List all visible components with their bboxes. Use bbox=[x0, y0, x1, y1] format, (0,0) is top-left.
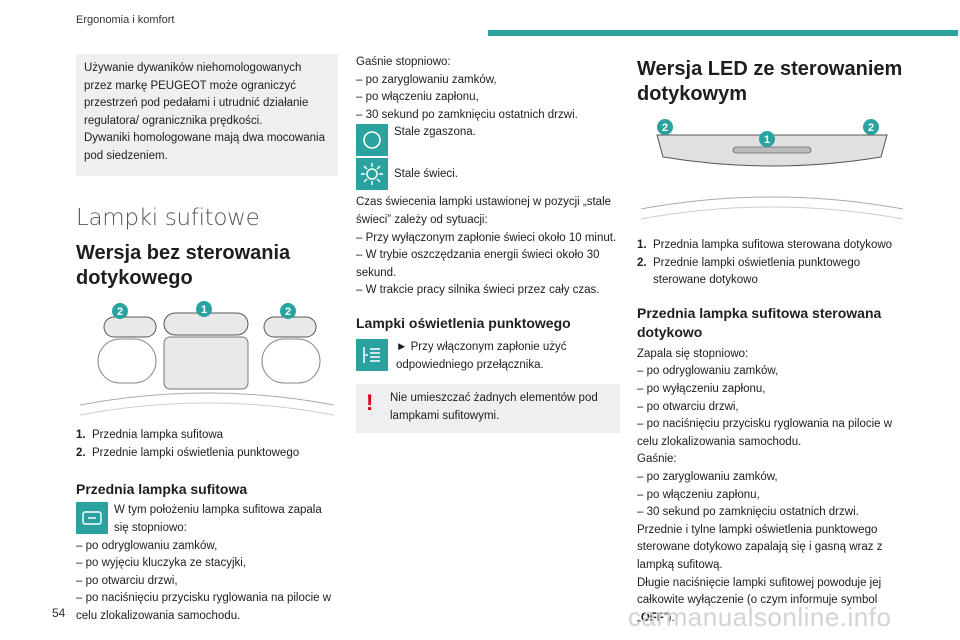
column-middle: Gaśnie stopniowo: – po zaryglowaniu zamk… bbox=[356, 54, 620, 434]
diagram-badge bbox=[112, 303, 128, 320]
page-number: 54 bbox=[52, 606, 66, 620]
lead-text: Gaśnie: bbox=[637, 453, 677, 466]
warning-icon: ! bbox=[366, 390, 374, 416]
list-item: – po wyłączeniu zapłonu, bbox=[637, 382, 766, 395]
spot-row: ► Przy włączonym zapłonie użyć odpowiedn… bbox=[356, 338, 620, 374]
legend-item: 1.Przednia lampka sufitowa sterowana dot… bbox=[637, 239, 893, 251]
state-off-text: Stale zgaszona. bbox=[394, 126, 476, 139]
list-item: – 30 sekund po zamknięciu ostatnich drzw… bbox=[356, 108, 578, 121]
subtitle: Wersja bez sterowania dotykowego bbox=[76, 242, 291, 290]
intro-row: W tym położeniu lampka sufitowa zapala s… bbox=[76, 502, 338, 537]
duration-text: Czas świecenia lampki ustawionej w pozyc… bbox=[356, 196, 612, 226]
diagram-badge-label: 2 bbox=[662, 122, 668, 134]
lead-text: Zapala się stopniowo: bbox=[637, 347, 749, 360]
diagram-badge-label: 1 bbox=[201, 304, 207, 316]
subheading: Przednia lampka sufitowa sterowana dotyk… bbox=[637, 304, 882, 340]
subheading: Przednia lampka sufitowa bbox=[76, 481, 248, 498]
list-item: – po włączeniu zapłonu, bbox=[356, 91, 479, 104]
diagram-badge bbox=[280, 303, 296, 320]
watermark: carmanualsonline.info bbox=[628, 602, 892, 632]
subheading: Lampki oświetlenia punktowego bbox=[356, 314, 571, 331]
list-item: – W trakcie pracy silnika świeci przez c… bbox=[356, 284, 600, 297]
intro-text: W tym położeniu lampka sufitowa zapala s… bbox=[114, 504, 322, 534]
diagram-badge bbox=[657, 119, 673, 135]
diagram-badge bbox=[759, 131, 775, 147]
legend-item: 2.Przednie lampki oświetlenia punktowego… bbox=[637, 256, 861, 287]
list-item: – po odryglowaniu zamków, bbox=[637, 365, 779, 378]
list-item: – po naciśnięciu przycisku ryglowania na… bbox=[637, 418, 893, 448]
diagram-badge-label: 2 bbox=[868, 122, 874, 134]
diagram-badge bbox=[863, 119, 879, 135]
list-item: – po wyjęciu kluczyka ze stacyjki, bbox=[76, 557, 247, 570]
legend-item: 2.Przednie lampki oświetlenia punktowego bbox=[76, 446, 300, 459]
list-item: – po zaryglowaniu zamków, bbox=[637, 470, 778, 483]
running-header: Ergonomia i komfort bbox=[76, 14, 175, 26]
column-right: Wersja LED ze sterowaniem dotykowym 2 1 … bbox=[637, 54, 907, 627]
list-item: – Przy wyłączonym zapłonie świeci około … bbox=[356, 231, 617, 244]
warning-text: Nie umieszczać żadnych elementów pod lam… bbox=[390, 392, 598, 422]
column-left: Używanie dywaników niehomologowanych prz… bbox=[76, 54, 338, 626]
diagram-badge bbox=[196, 301, 212, 318]
warning-box: ! Nie umieszczać żadnych elementów pod l… bbox=[356, 384, 620, 434]
list-item: – po otwarciu drzwi, bbox=[76, 574, 178, 587]
note-box: Używanie dywaników niehomologowanych prz… bbox=[76, 54, 338, 176]
note-paragraph: Używanie dywaników niehomologowanych prz… bbox=[84, 62, 309, 127]
list-item: – 30 sekund po zamknięciu ostatnich drzw… bbox=[637, 506, 859, 519]
paragraph: Przednie i tylne lampki oświetlenia punk… bbox=[637, 523, 883, 571]
diagram-badge-label: 2 bbox=[117, 306, 123, 318]
state-off-row: Stale zgaszona. bbox=[356, 124, 620, 158]
list-item: – po włączeniu zapłonu, bbox=[637, 488, 760, 501]
ceiling-lamp-diagram: 2 1 2 bbox=[79, 301, 335, 416]
paragraph: Długie naciśnięcie lampki sufitowej powo… bbox=[637, 576, 882, 624]
subtitle: Wersja LED ze sterowaniem dotykowym bbox=[637, 58, 903, 105]
list-item: – po otwarciu drzwi, bbox=[637, 400, 739, 413]
state-on-row: Stale świeci. bbox=[356, 158, 620, 192]
section-title: Lampki sufitowe bbox=[76, 204, 260, 231]
state-on-text: Stale świeci. bbox=[394, 168, 458, 181]
legend-list: 1.Przednia lampka sufitowa sterowana dot… bbox=[637, 237, 907, 290]
door-lamp-icon bbox=[76, 502, 108, 535]
spotlight-icon bbox=[356, 338, 388, 371]
header-accent-bar bbox=[488, 30, 958, 36]
list-item: – W trybie oszczędzania energii świeci o… bbox=[356, 249, 600, 279]
diagram-badge-label: 1 bbox=[764, 134, 770, 146]
legend-item: 1.Przednia lampka sufitowa bbox=[76, 429, 224, 442]
light-on-icon bbox=[356, 158, 388, 191]
list-item: – po odryglowaniu zamków, bbox=[76, 539, 218, 552]
legend-list: 1.Przednia lampka sufitowa 2.Przednie la… bbox=[76, 427, 338, 462]
list-item: – po zaryglowaniu zamków, bbox=[356, 73, 497, 86]
lead-text: Gaśnie stopniowo: bbox=[356, 56, 451, 68]
list-item: – po naciśnięciu przycisku ryglowania na… bbox=[76, 592, 332, 622]
spot-text: ► Przy włączonym zapłonie użyć odpowiedn… bbox=[396, 340, 567, 371]
led-ceiling-lamp-diagram: 2 1 2 bbox=[640, 119, 904, 220]
off-circle-icon bbox=[356, 124, 388, 157]
note-paragraph: Dywaniki homologowane mają dwa mocowania… bbox=[84, 132, 325, 162]
diagram-badge-label: 2 bbox=[285, 306, 291, 318]
